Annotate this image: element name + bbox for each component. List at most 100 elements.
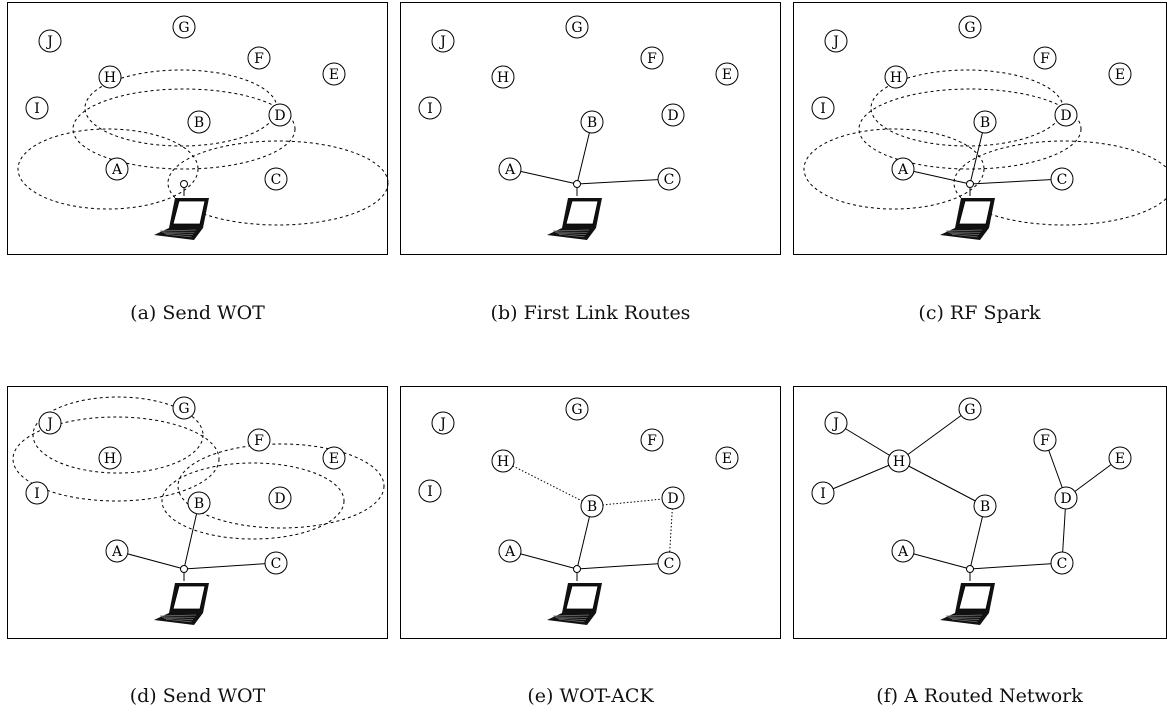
node-label: D — [274, 491, 285, 507]
node-label: G — [571, 20, 582, 36]
access-point — [573, 565, 581, 573]
node-h: H — [98, 446, 122, 470]
caption-b: (b) First Link Routes — [490, 302, 691, 324]
access-point — [180, 180, 188, 188]
radio-range — [177, 443, 385, 529]
node-label: E — [329, 67, 339, 83]
node-j: J — [38, 29, 62, 53]
node-label: I — [34, 101, 40, 117]
node-b: B — [187, 491, 211, 515]
network-link — [969, 562, 1063, 570]
node-label: E — [1115, 451, 1125, 467]
access-point — [966, 180, 974, 188]
network-link — [898, 408, 971, 462]
node-h: H — [884, 65, 908, 89]
node-label: E — [722, 451, 732, 467]
laptop-icon — [547, 565, 602, 625]
node-e: E — [322, 446, 346, 470]
node-d: D — [268, 103, 292, 127]
node-label: H — [890, 70, 902, 86]
access-point — [180, 565, 188, 573]
node-label: J — [438, 34, 446, 50]
node-f: F — [247, 428, 271, 452]
node-label: B — [587, 499, 597, 515]
node-label: H — [104, 70, 116, 86]
node-label: B — [194, 115, 204, 131]
node-h: H — [491, 65, 515, 89]
node-j: J — [38, 411, 62, 435]
node-j: J — [431, 29, 455, 53]
node-e: E — [322, 62, 346, 86]
node-label: I — [820, 101, 826, 117]
node-label: I — [820, 486, 826, 502]
node-g: G — [958, 15, 982, 39]
node-b: B — [580, 494, 604, 518]
node-j: J — [824, 411, 848, 435]
network-link — [591, 497, 674, 507]
laptop-icon — [940, 180, 995, 240]
node-a: A — [891, 539, 915, 563]
node-label: J — [45, 34, 53, 50]
node-label: H — [104, 451, 116, 467]
caption-c: (c) RF Spark — [918, 302, 1041, 324]
node-label: C — [664, 556, 675, 572]
node-e: E — [1108, 62, 1132, 86]
node-label: E — [722, 67, 732, 83]
network-link — [576, 562, 670, 570]
node-c: C — [1050, 167, 1074, 191]
node-c: C — [264, 551, 288, 575]
node-label: C — [271, 556, 282, 572]
node-label: F — [647, 433, 657, 449]
node-label: B — [980, 115, 990, 131]
node-label: F — [254, 51, 264, 67]
node-label: I — [34, 486, 40, 502]
network-link — [969, 178, 1063, 185]
node-label: B — [194, 496, 204, 512]
node-label: H — [497, 70, 509, 86]
node-e: E — [1108, 446, 1132, 470]
network-link — [822, 460, 900, 494]
network-link — [502, 460, 593, 507]
node-g: G — [565, 15, 589, 39]
node-e: E — [715, 62, 739, 86]
network-link — [902, 550, 971, 570]
node-label: A — [111, 544, 123, 560]
access-point — [966, 565, 974, 573]
node-label: G — [178, 20, 189, 36]
node-h: H — [98, 65, 122, 89]
node-a: A — [105, 157, 129, 181]
caption-e: (e) WOT-ACK — [527, 685, 654, 707]
laptop-icon — [940, 565, 995, 625]
radio-range — [12, 416, 220, 502]
node-label: J — [831, 34, 839, 50]
node-d: D — [1054, 486, 1078, 510]
node-d: D — [661, 103, 685, 127]
node-label: D — [667, 108, 678, 124]
node-f: F — [247, 46, 271, 70]
node-c: C — [657, 551, 681, 575]
node-b: B — [973, 494, 997, 518]
radio-range — [167, 140, 389, 226]
node-label: I — [427, 101, 433, 117]
node-h: H — [887, 449, 911, 473]
node-f: F — [1033, 428, 1057, 452]
node-g: G — [565, 397, 589, 421]
network-diagram: J G F E H I B D A C — [12, 396, 385, 625]
node-a: A — [891, 157, 915, 181]
node-label: G — [964, 402, 975, 418]
node-a: A — [105, 539, 129, 563]
node-label: G — [571, 402, 582, 418]
network-link — [898, 460, 986, 507]
node-label: G — [178, 401, 189, 417]
node-label: G — [964, 20, 975, 36]
node-a: A — [498, 539, 522, 563]
network-link — [183, 562, 277, 570]
laptop-icon — [547, 180, 602, 240]
node-label: H — [893, 454, 905, 470]
